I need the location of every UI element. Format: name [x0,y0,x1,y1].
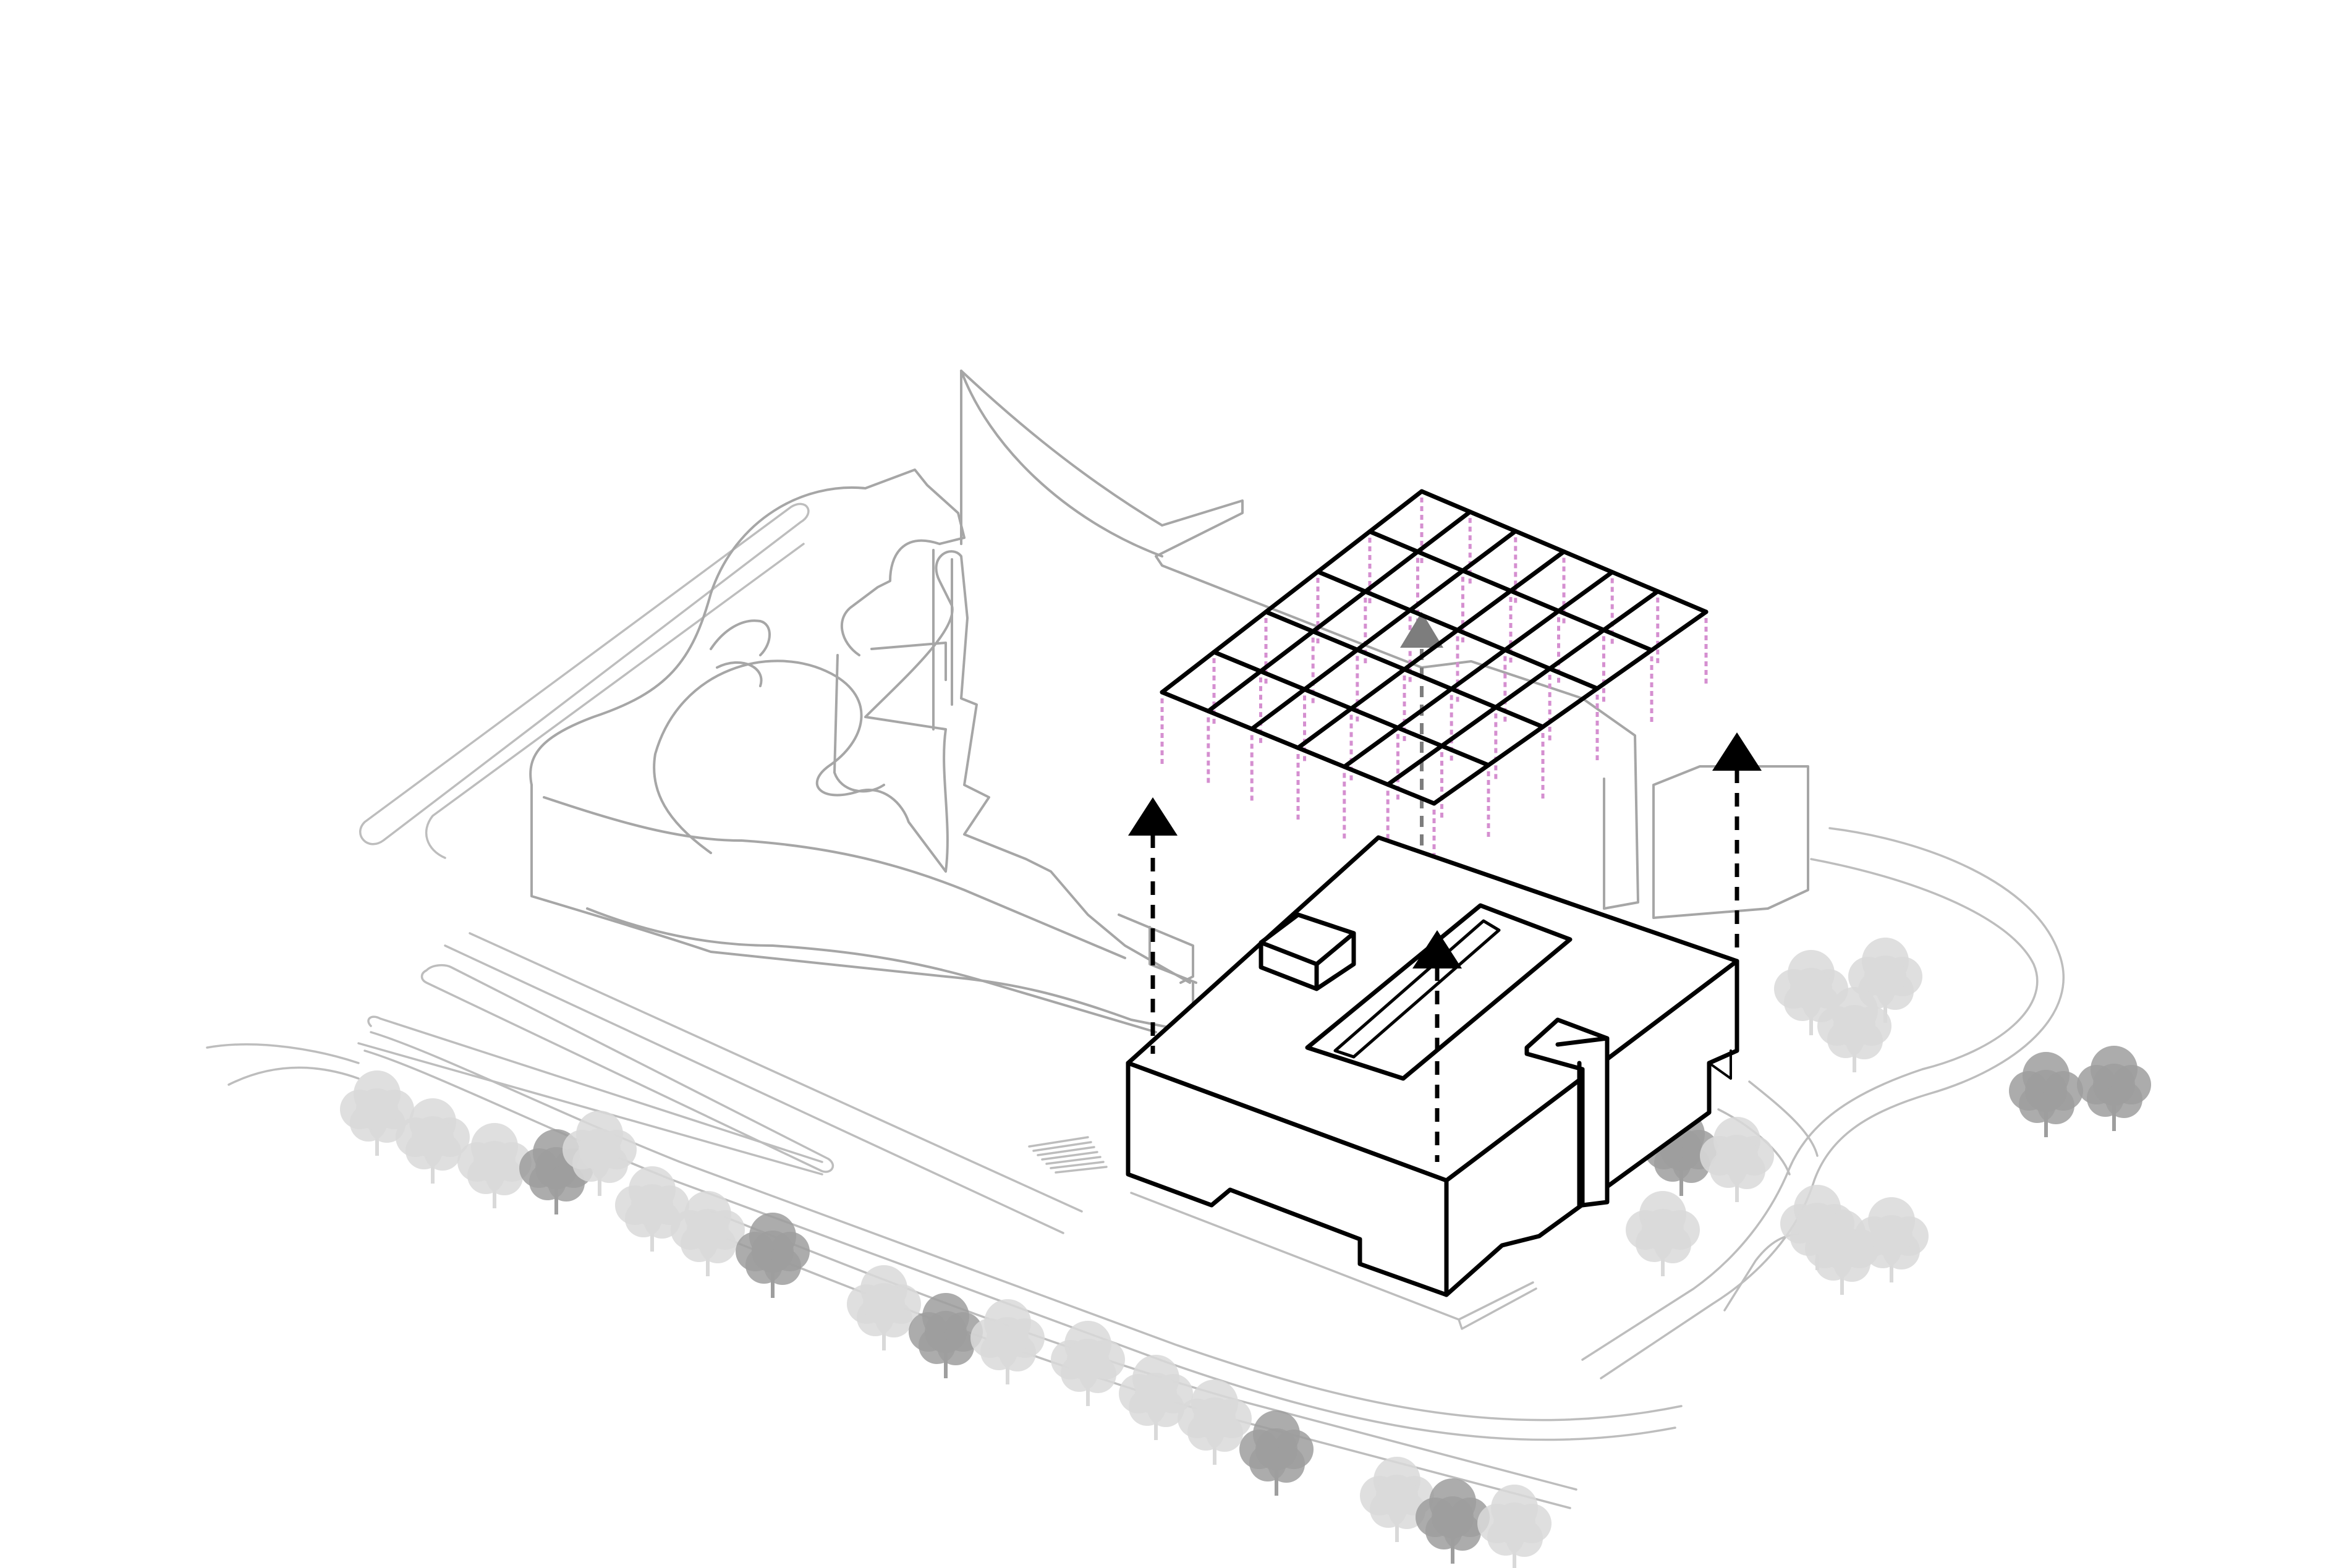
tree [563,1111,637,1196]
tree-canopy [1864,956,1906,998]
tree-canopy [356,1088,398,1130]
tree-canopy [863,1283,905,1325]
tree-canopy [1255,1428,1297,1470]
existing-curved-building-inner [710,619,771,687]
building-plinth [1130,1192,1537,1330]
road-lower-left-2 [227,1066,360,1086]
road-parking-strip-top-left [359,502,810,845]
tree [1700,1117,1774,1202]
site-stairs [1028,1136,1108,1174]
arrow-head [1412,930,1462,968]
massing-right-notch [1708,1049,1732,1080]
tree-canopy [1642,1209,1684,1251]
massing-rooftop-box-2 [1524,1017,1610,1208]
tree [1119,1355,1193,1440]
tree [1360,1457,1434,1542]
existing-curved-building-roof [653,550,1191,984]
tree [671,1191,745,1276]
trees [340,938,2151,1568]
tree [847,1265,921,1350]
tree [2009,1052,2083,1137]
tree-canopy [925,1311,967,1353]
tree-canopy [1432,1496,1474,1538]
massing-rooftop-box-1 [1259,912,1356,991]
tree-canopy [631,1184,673,1226]
existing-right-block [1652,765,1809,919]
road-strip-2 [469,932,1083,1213]
arrow-left [1128,797,1178,1054]
existing-curved-building-courtyard [833,549,953,793]
tree-canopy [1796,1203,1838,1245]
arrow-ghost [1400,612,1443,853]
road-right-loop-inner [1581,858,2039,1361]
arrow-head [1128,797,1178,836]
existing-curved-building-end [1118,913,1197,984]
road-strip-4 [370,1031,1683,1422]
tree [1626,1191,1700,1276]
existing-curved-building-band-1 [543,796,1126,959]
road-strip-1 [420,964,834,1173]
road-strip-3 [444,944,1064,1234]
tree [736,1213,810,1298]
canopy-grid-line [1342,570,1615,769]
existing-tall-block-roof-curve [960,370,1163,557]
tree [2077,1046,2151,1131]
existing-curved-building-outer [529,468,966,786]
tree-canopy [473,1141,516,1183]
canopy-grid-line [1385,589,1660,787]
tree-canopy [1135,1373,1177,1415]
tree-canopy [1493,1502,1535,1545]
canopy-grid-line [1249,528,1518,731]
canopy-grid [1160,489,1709,806]
tree [970,1299,1045,1384]
arrow-center [1412,930,1462,1162]
canopy-columns [1160,498,1708,878]
tree-canopy [1067,1339,1109,1381]
existing-curved-building-band-2 [586,907,1157,1033]
tree [1416,1478,1490,1564]
arrow-head [1712,732,1762,771]
road-parking-strip-bottom [357,1015,823,1176]
existing-buildings [529,370,1809,1033]
road-strip-5 [363,1049,1676,1441]
tree-canopy [687,1209,729,1251]
tree [615,1166,689,1252]
tree [1477,1485,1552,1568]
canopy-grid-line [1296,549,1566,750]
road-top-left-outer [425,543,805,859]
tree-canopy [1716,1135,1758,1177]
roof-grid-canopy [1160,489,1709,878]
road-lower-left-1 [206,1043,360,1064]
tree-canopy [1376,1475,1418,1517]
existing-curved-building-outer-base [530,784,1194,1033]
existing-tall-block [960,370,1639,910]
tree-canopy [987,1317,1029,1359]
arrow-right [1712,732,1762,952]
tree-canopy [1833,1005,1875,1047]
canopy-grid-line [1432,609,1709,806]
arrow-ghost-head [1400,612,1443,648]
tree [1780,1185,1854,1270]
upward-arrows [1128,732,1762,1162]
tree-canopy [752,1231,794,1273]
tree-canopy [2025,1070,2067,1112]
tree [1854,1197,1929,1282]
tree-canopy [2093,1064,2135,1106]
tree [457,1123,532,1208]
tree [1051,1321,1125,1406]
tree [1239,1410,1314,1496]
tree-canopy [1870,1215,1913,1257]
tree-canopy [412,1116,454,1158]
tree-canopy [1790,968,1832,1010]
canopy-grid-line [1206,509,1472,714]
tree-canopy [1194,1397,1236,1439]
new-building-massing [1126,835,1739,1297]
tree [1178,1379,1252,1465]
tree [1817,987,1891,1072]
canopy-grid-line [1160,489,1424,695]
tree [396,1098,470,1184]
tree-canopy [579,1129,621,1171]
